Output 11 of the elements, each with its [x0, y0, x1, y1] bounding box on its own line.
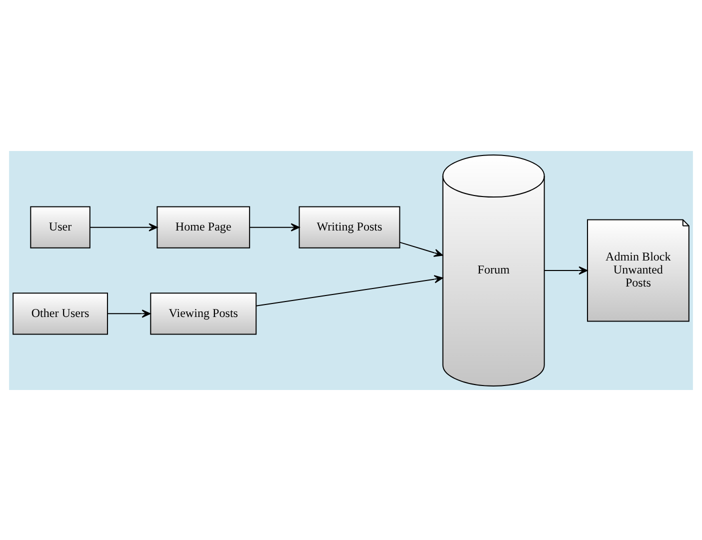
node-box: Other Users: [12, 292, 108, 334]
arrow: [256, 274, 444, 306]
arrow: [107, 309, 151, 318]
arrow: [90, 222, 158, 231]
node-box: User: [30, 206, 90, 248]
arrow: [544, 266, 588, 274]
node-box: Viewing Posts: [150, 292, 257, 334]
node-box: Home Page: [156, 206, 250, 248]
arrow: [400, 241, 443, 256]
node-box: Writing Posts: [298, 206, 400, 248]
arrow: [250, 222, 300, 231]
